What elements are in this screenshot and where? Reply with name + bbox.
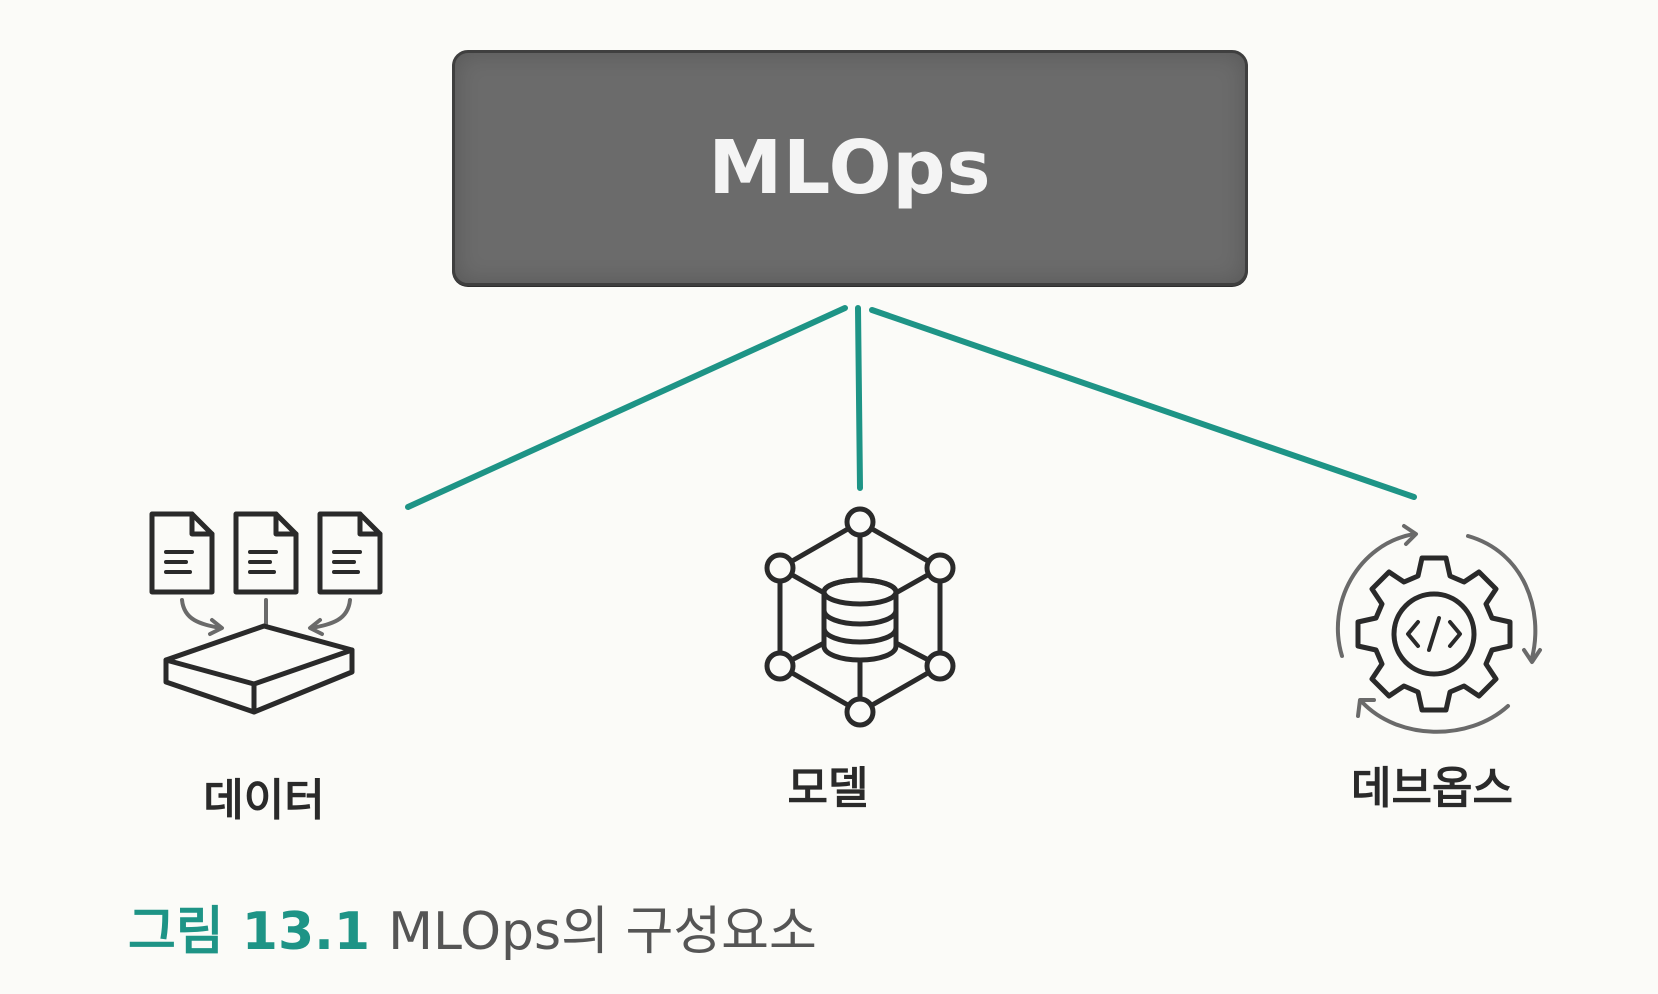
documents-to-box-icon xyxy=(140,500,400,740)
figure-caption-text: MLOps의 구성요소 xyxy=(388,902,817,962)
database-network-icon xyxy=(750,500,970,740)
node-label-data: 데이터 xyxy=(203,775,325,826)
connector-model xyxy=(855,305,863,491)
figure-number: 그림 13.1 xyxy=(128,902,371,962)
node-label-devops: 데브옵스 xyxy=(1351,763,1513,814)
connector-data xyxy=(405,305,848,510)
mlops-box-title: MLOps xyxy=(708,125,992,211)
mlops-box: MLOps xyxy=(452,50,1248,286)
connector-devops xyxy=(869,307,1417,500)
figure-caption: 그림 13.1 MLOps의 구성요소 xyxy=(128,902,817,962)
node-label-model: 모델 xyxy=(787,763,869,814)
gear-code-cycle-icon xyxy=(1318,518,1550,750)
